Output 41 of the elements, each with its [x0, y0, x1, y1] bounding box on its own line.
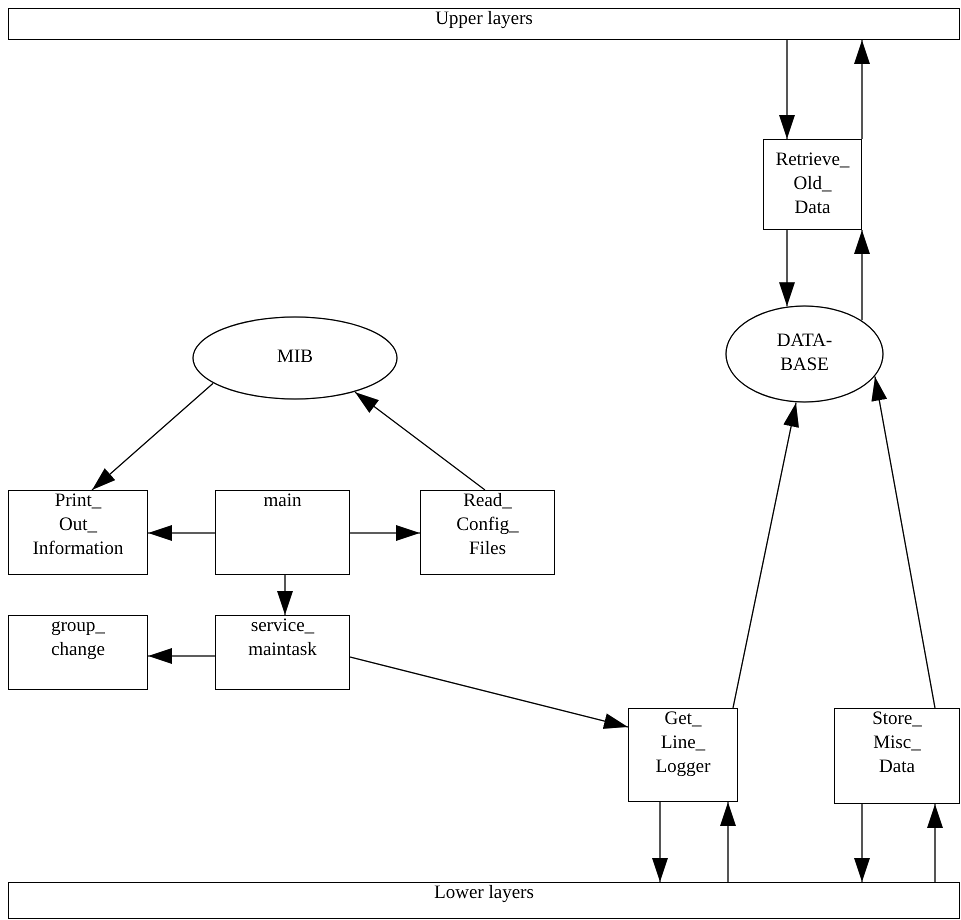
process-box: [8, 490, 148, 575]
process-box: [420, 490, 555, 575]
process-box: [763, 139, 862, 230]
node-label: Store_ Misc_ Data: [872, 707, 922, 779]
arrow: [148, 525, 215, 541]
arrow: [854, 804, 870, 882]
arrow: [148, 648, 215, 664]
process-box: [834, 708, 960, 804]
node-label: DATA- BASE: [776, 329, 832, 377]
data-store-ellipse: [725, 305, 884, 403]
node-label: main: [264, 489, 302, 513]
process-box: [628, 708, 738, 802]
arrow: [354, 392, 486, 491]
arrow: [720, 802, 736, 882]
arrow: [927, 804, 943, 882]
node-label: Retrieve_ Old_ Data: [776, 148, 850, 220]
node-label: MIB: [277, 345, 313, 369]
layer-band: [8, 8, 960, 40]
data-store-ellipse: [192, 316, 398, 400]
node-label: service_ maintask: [248, 614, 317, 662]
node-label: group_ change: [51, 614, 105, 662]
layer-band: [8, 882, 960, 919]
node-label: Read_ Config_ Files: [456, 489, 519, 561]
node-label: Lower layers: [434, 881, 534, 905]
arrow: [871, 376, 936, 708]
arrow: [779, 230, 795, 306]
arrow: [854, 230, 870, 320]
process-box: [215, 490, 350, 575]
arrow: [92, 382, 214, 490]
arrow: [779, 40, 795, 139]
process-box: [8, 615, 148, 690]
arrow: [732, 402, 799, 708]
node-label: Get_ Line_ Logger: [656, 707, 710, 779]
arrow: [277, 575, 293, 615]
arrow: [350, 525, 420, 541]
arrow: [652, 802, 668, 882]
process-box: [215, 615, 350, 690]
node-label: Print_ Out_ Information: [32, 489, 124, 561]
node-label: Upper layers: [435, 7, 533, 31]
arrow: [350, 656, 628, 729]
arrow: [854, 40, 870, 139]
